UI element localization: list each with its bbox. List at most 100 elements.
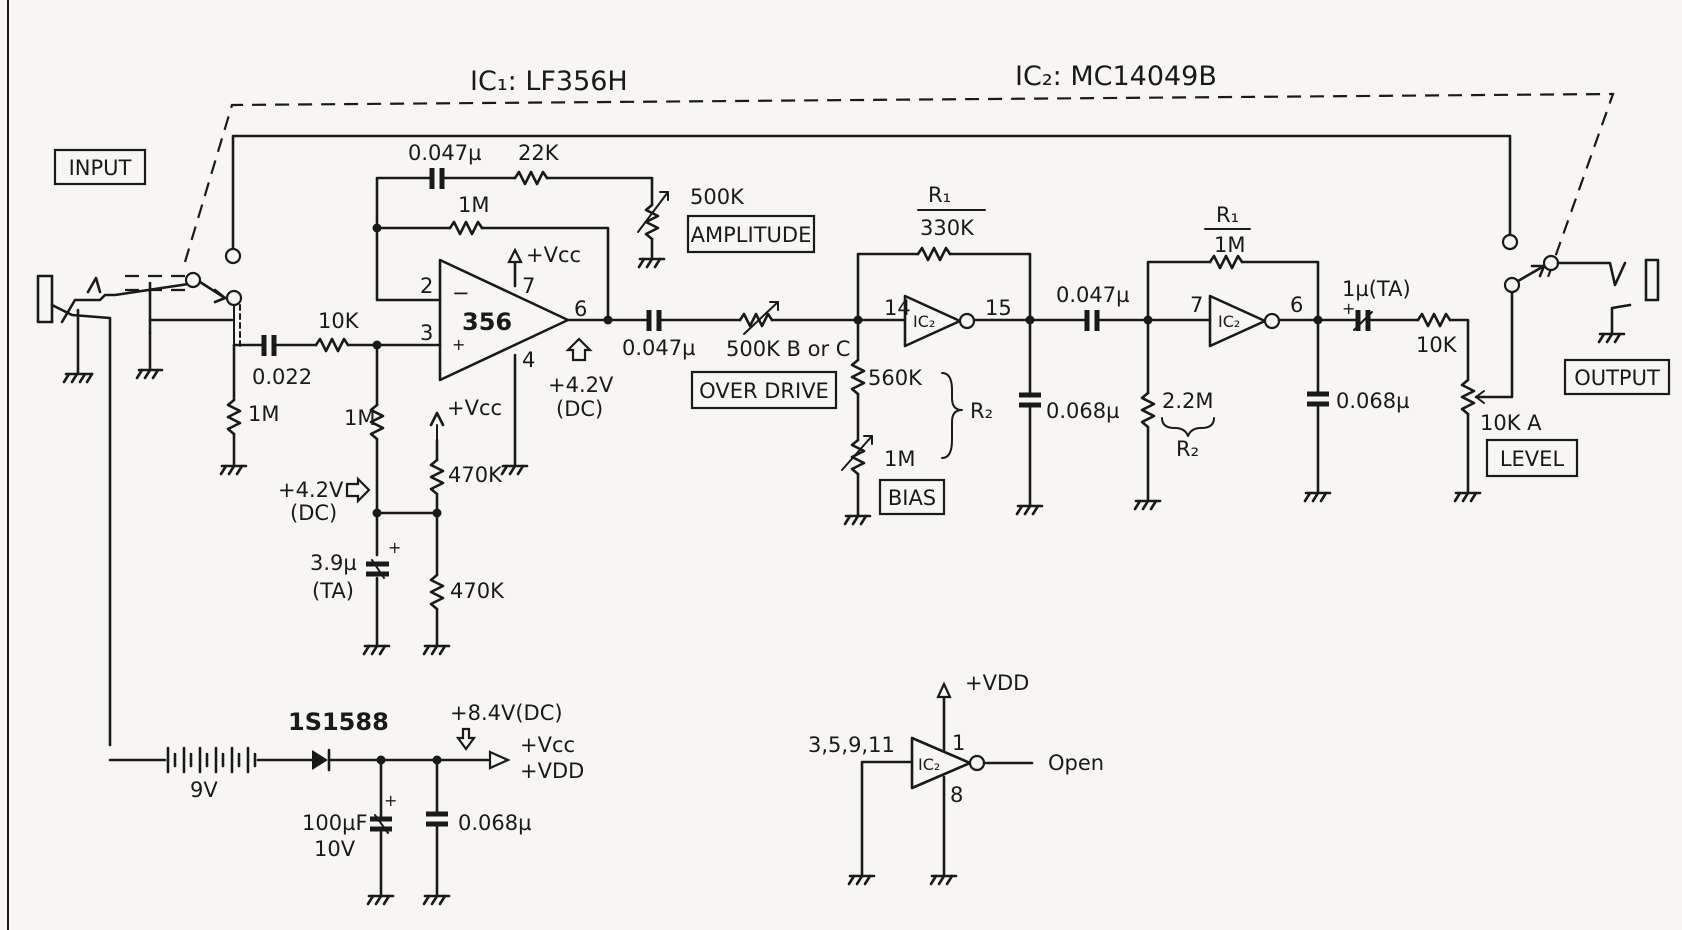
- wire: [480, 226, 610, 322]
- svg-text:BIAS: BIAS: [888, 486, 936, 510]
- r1-a-symbol: R₁: [928, 183, 951, 207]
- r-fb-series-label: 22K: [518, 141, 560, 165]
- amplitude-box: AMPLITUDE: [686, 214, 816, 254]
- inverter-2-bubble: [1263, 312, 1281, 330]
- r-div-bot-label: 470K: [450, 579, 505, 603]
- c-bulk-capacitor: [370, 814, 392, 834]
- inverter-3-label: IC₂: [918, 755, 940, 774]
- inverter-3-bubble: [968, 754, 986, 772]
- v-out-label: +4.2V: [548, 373, 614, 397]
- pot-bias-label: 1M: [884, 447, 915, 471]
- v-out-dc-label: (DC): [556, 397, 603, 421]
- c-shunt2-label: 0.068µ: [1336, 389, 1409, 413]
- c-couple-capacitor: [646, 310, 662, 331]
- diode-label: 1S1588: [288, 708, 389, 736]
- ground-symbol: [422, 894, 451, 906]
- opamp-vcc-label: +Vcc: [526, 243, 581, 267]
- opamp-pin-out: 6: [574, 297, 587, 321]
- svg-text:OVER DRIVE: OVER DRIVE: [699, 379, 829, 403]
- ground-symbol: [219, 464, 248, 476]
- wire: [1474, 290, 1514, 399]
- v-supply-label: +8.4V(DC): [450, 701, 563, 725]
- r2-a-label: R₂: [970, 399, 993, 423]
- wire: [545, 176, 654, 207]
- output-jack: [1556, 258, 1660, 335]
- ground-symbol: [1453, 491, 1482, 503]
- opamp-label: 356: [462, 308, 512, 336]
- r-bias-resistor: [369, 403, 385, 441]
- supply-vdd-label: +VDD: [520, 759, 584, 783]
- inverter-3-gnd-pin: 8: [950, 783, 963, 807]
- diode-symbol: [312, 748, 331, 772]
- c-bulk-label: 100µF: [302, 811, 368, 835]
- inverter-1-triangle: [903, 294, 962, 348]
- c-shunt2-capacitor: [1307, 391, 1329, 407]
- r-in-gnd-resistor: [226, 398, 242, 436]
- r-22m-label: 2.2M: [1162, 389, 1214, 413]
- inverter-1-pin-out: 15: [985, 296, 1012, 320]
- input-jack-ground: [62, 372, 94, 384]
- bypass-wire: [224, 134, 1519, 265]
- r-div-top-resistor: [429, 458, 445, 496]
- shielded-cable: [125, 274, 234, 380]
- opamp-pin-v: 7: [522, 274, 535, 298]
- svg-text:OUTPUT: OUTPUT: [1574, 366, 1660, 390]
- ground-symbol: [1597, 332, 1626, 344]
- r-bias-label: 1M: [344, 406, 375, 430]
- wire: [1146, 260, 1212, 322]
- input-switch: [184, 271, 243, 349]
- pot-drive-label: 500K B or C: [726, 337, 850, 361]
- r-22m-resistor: [1140, 391, 1156, 429]
- level-box: LEVEL: [1485, 438, 1579, 478]
- pot-amp-resistor: [644, 203, 660, 241]
- opamp-triangle: [438, 258, 570, 382]
- c-bias-type-label: (TA): [312, 579, 354, 603]
- r1-b-label: 1M: [1214, 233, 1245, 257]
- brace: [941, 372, 963, 459]
- r2-b-label: R₂: [1176, 437, 1199, 461]
- ground-symbol: [843, 514, 872, 526]
- c-fb-capacitor: [429, 168, 445, 189]
- input-jack: [36, 274, 197, 747]
- r-out-label: 10K: [1416, 333, 1458, 357]
- ic1-header: IC₁: LF356H: [470, 66, 628, 97]
- vdd-label: +VDD: [965, 671, 1029, 695]
- pot-arrow: [743, 301, 779, 335]
- r-div-top-label: 470K: [448, 463, 503, 487]
- wire: [856, 252, 920, 322]
- supply-arrow-icon: [488, 750, 511, 770]
- r-fb-resistor: [448, 220, 484, 236]
- c-decouple-label: 0.068µ: [458, 811, 531, 835]
- inverter-2-pin-in: 7: [1190, 293, 1203, 317]
- inverter-2-triangle: [1208, 294, 1267, 348]
- c-out-label: 1µ(TA): [1342, 277, 1411, 301]
- pot-bias-resistor: [850, 438, 866, 476]
- pot-amp-label: 500K: [690, 185, 745, 209]
- inverter-3-pin-in: 3,5,9,11: [808, 733, 895, 757]
- footswitch-linkage: [183, 92, 1615, 281]
- output-switch: [1503, 254, 1560, 294]
- plus-sign: +: [1342, 299, 1355, 318]
- v-bias-label: +4.2V: [278, 478, 344, 502]
- pot-arrow-head: [659, 191, 669, 201]
- opamp-pin-plus: 3: [420, 321, 433, 345]
- r-fb-series-resistor: [513, 170, 549, 186]
- inverter-1-label: IC₂: [913, 312, 935, 331]
- wire: [948, 252, 1032, 322]
- ic2-header: IC₂: MC14049B: [1015, 61, 1217, 92]
- plus-sign: +: [384, 791, 397, 810]
- c-shunt1-label: 0.068µ: [1046, 399, 1119, 423]
- opamp-minus-sign: −: [452, 281, 470, 305]
- vdd-arrow-icon: [936, 681, 952, 699]
- bias-vcc-label: +Vcc: [447, 396, 502, 420]
- svg-text:INPUT: INPUT: [69, 156, 132, 180]
- c-in-label: 0.022: [252, 365, 312, 389]
- r-560-label: 560K: [868, 366, 923, 390]
- vcc-arrow-icon: [507, 247, 523, 264]
- wire: [375, 176, 442, 302]
- c-fb-label: 0.047µ: [408, 141, 481, 165]
- junction: [603, 315, 613, 325]
- pot-arrow: [841, 435, 873, 471]
- r-in-resistor: [314, 337, 350, 353]
- pot-arrow-head: [769, 301, 779, 311]
